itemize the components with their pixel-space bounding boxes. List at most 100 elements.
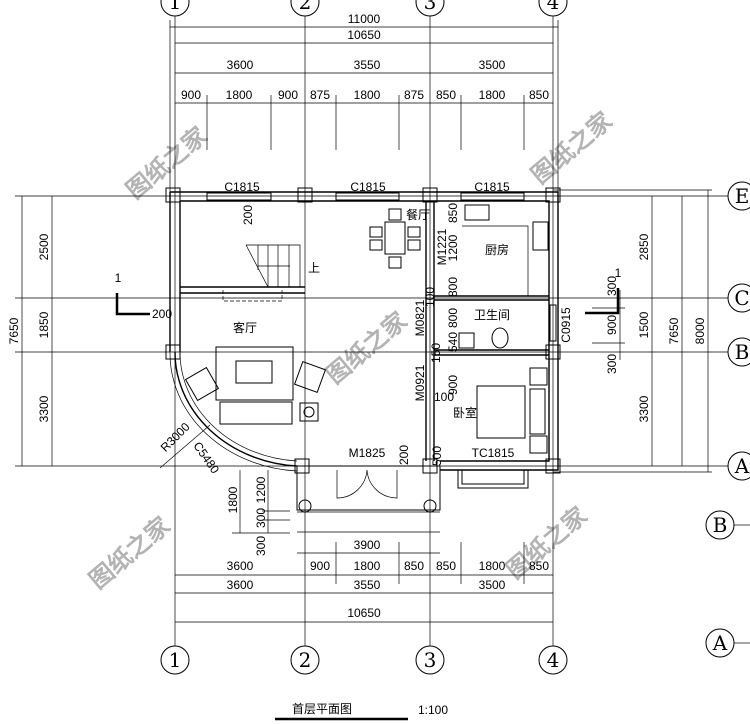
watermark: 图纸之家	[321, 306, 413, 389]
dim-right-outer: 8000	[693, 317, 707, 344]
top-dimensions: 11000 10650 3600 3550 3500 900 1800 900 …	[169, 12, 559, 196]
dining-table	[384, 221, 406, 255]
dim-opening: 1800	[226, 88, 253, 102]
bed-window-label: TC1815	[472, 446, 515, 460]
dim-axis-total: 10650	[347, 28, 381, 42]
dim-right-overall: 7650	[667, 317, 681, 344]
sofa	[219, 401, 293, 425]
dim-step: 1800	[226, 486, 240, 513]
dim-right-fine: 300	[605, 354, 619, 374]
annotation-dims: 200 850 1200 800 100 800 540 150 900 100…	[241, 203, 460, 466]
section-mark-right	[585, 288, 620, 315]
room-bedroom: 卧室	[453, 405, 477, 420]
bottom-dimensions: 1800 1200 300 300 3900 3600 900 1800 850…	[175, 470, 553, 623]
axis-3-bottom: 3	[424, 648, 437, 672]
dim-label: 100	[434, 390, 454, 404]
dim-bay: 3550	[354, 58, 381, 72]
dim-opening: 1800	[354, 559, 381, 573]
dim-overall-bottom: 10650	[347, 606, 381, 620]
dim-opening: 875	[404, 88, 424, 102]
dim-opening: 850	[404, 559, 424, 573]
window-label: C1815	[474, 180, 510, 194]
title-text: 首层平面图	[292, 702, 352, 716]
room-labels: 客厅 餐厅 厨房 卫生间 卧室	[233, 207, 510, 420]
drawing-title: 首层平面图 1:100	[275, 702, 448, 721]
dim-opening: 900	[310, 559, 330, 573]
dim-bay: 3600	[227, 578, 254, 592]
axis-4-bottom: 4	[547, 648, 560, 672]
toilet	[491, 327, 509, 349]
axis-1-top: 1	[169, 0, 182, 14]
title-scale: 1:100	[418, 703, 448, 717]
window-label: C1815	[224, 180, 260, 194]
washbasin	[458, 332, 475, 349]
room-bathroom: 卫生间	[474, 308, 510, 322]
staircase: 上	[222, 244, 320, 302]
walls	[165, 187, 561, 474]
door-kitchen-label: M1221	[435, 228, 449, 265]
tv-table	[215, 346, 294, 401]
watermark: 图纸之家	[84, 511, 176, 594]
axis-b-lower: B	[713, 513, 728, 537]
room-living: 客厅	[233, 320, 257, 335]
dim-left-overall: 7650	[7, 317, 21, 344]
dim-opening: 850	[436, 88, 456, 102]
dim-left-part: 1850	[37, 311, 51, 338]
section-label-right: 1	[615, 266, 622, 280]
dim-label: 200	[397, 445, 411, 465]
dim-opening: 900	[181, 88, 201, 102]
dim-200-left: 200	[152, 307, 172, 321]
left-dimensions: 7650 2500 1850 3300 1 200	[7, 196, 172, 466]
dim-label: 150	[429, 343, 443, 363]
axis-bubbles: 1 2 3 4 1 2 3 4 E C B A B A	[160, 0, 750, 675]
room-kitchen: 厨房	[485, 242, 509, 257]
dim-step: 1200	[254, 476, 268, 503]
dim-overall: 11000	[348, 12, 381, 26]
window-label: C1815	[350, 180, 386, 194]
dim-left-part: 3300	[37, 395, 51, 422]
sink	[464, 204, 490, 221]
dim-label: 1200	[446, 234, 460, 261]
dim-step: 300	[254, 508, 268, 528]
axis-2-bottom: 2	[299, 648, 312, 672]
dim-step: 300	[254, 536, 268, 556]
dim-right-part: 3300	[637, 395, 651, 422]
dim-right-part: 1500	[637, 311, 651, 338]
stove	[532, 221, 549, 251]
armchair	[293, 360, 327, 394]
dim-bay: 3550	[354, 578, 381, 592]
axis-3-top: 3	[424, 0, 437, 14]
main-door	[336, 469, 398, 499]
dim-label: 800	[446, 277, 460, 297]
dim-opening: 1800	[354, 88, 381, 102]
furniture	[184, 204, 549, 454]
dim-opening: 3600	[227, 559, 254, 573]
bay-window	[457, 470, 529, 489]
bed	[476, 385, 526, 439]
door-bath-label: M0821	[413, 299, 427, 336]
axis-b: B	[735, 340, 750, 364]
axis-1-bottom: 1	[169, 648, 182, 672]
dim-opening: 875	[310, 88, 330, 102]
main-door-label: M1825	[349, 446, 386, 460]
dim-opening: 1800	[479, 88, 506, 102]
dim-right-fine: 300	[605, 276, 619, 296]
axis-a-lower: A	[712, 631, 728, 655]
dim-porch: 3900	[354, 538, 381, 552]
porch	[296, 465, 529, 533]
axis-c: C	[734, 286, 749, 310]
dim-label: 850	[446, 203, 460, 223]
arc-window-label: C5480	[190, 439, 222, 476]
door-bed-label: M0921	[413, 364, 427, 401]
dim-opening: 850	[529, 88, 549, 102]
axis-a: A	[734, 454, 750, 478]
section-label-left: 1	[115, 271, 122, 285]
room-dining: 餐厅	[406, 207, 430, 222]
dim-opening: 1800	[479, 559, 506, 573]
stair-up-label: 上	[308, 261, 320, 275]
dim-label: 900	[446, 375, 460, 395]
dim-left-part: 2500	[37, 233, 51, 260]
axis-4-top: 4	[547, 0, 560, 14]
dim-bay: 3600	[227, 58, 254, 72]
